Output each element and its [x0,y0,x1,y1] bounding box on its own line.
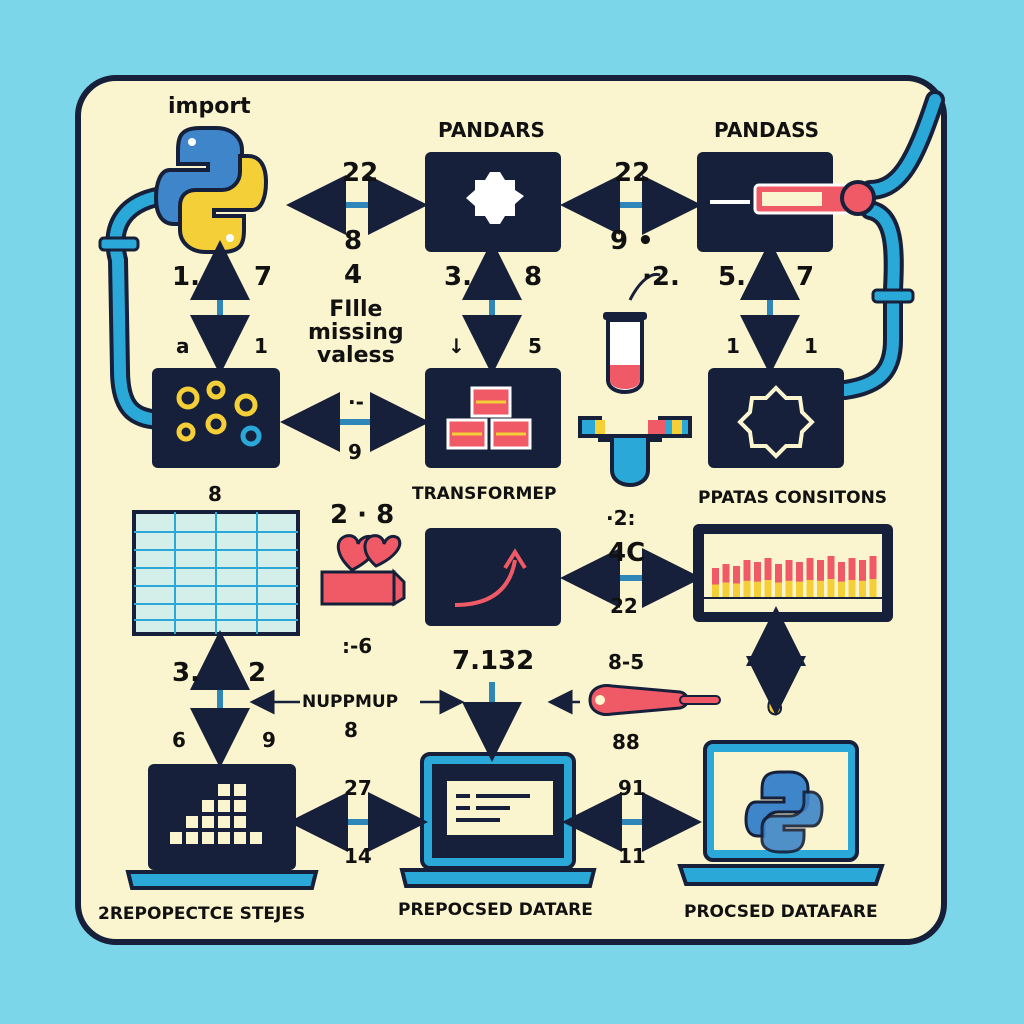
bar-chart-icon [693,524,893,622]
num: 27 [344,776,372,800]
num: 22 [610,594,638,618]
num: 91 [618,776,646,800]
num: 1 [254,334,268,358]
laptop-chart-icon [125,764,319,890]
bar-segment [754,562,761,582]
bar-segment [733,583,740,598]
pipe-icon [98,90,945,430]
label-pandars: PANDARS [438,118,545,142]
bar-segment [796,581,803,598]
num: 9 • [610,226,654,256]
num: 7 [254,262,273,292]
bar-segment [838,581,845,598]
bar-segment [869,556,877,580]
num: 5. [718,262,746,292]
num: 22 [614,158,651,188]
num: ·‐ [348,390,364,414]
puzzle-icon [425,152,561,252]
bar-segment [827,556,835,580]
bar-segment [817,560,824,581]
label-step-3: PROCSED DATAFARE [684,902,878,922]
num: ·2. [642,262,680,292]
laptop-code-icon [399,752,597,888]
progress-bar-icon [697,152,876,252]
bar-segment [817,580,824,598]
bar-segment [838,562,845,582]
num: 5 [528,334,542,358]
label-import: import [168,94,251,119]
num: 3. [172,658,200,688]
num: 7.132 [452,646,535,676]
stacked-rolls-icon [425,368,561,468]
bar-segment [764,558,772,580]
num: 2 · 8 [330,500,395,530]
num: 1. [172,262,200,292]
num: a [176,334,190,358]
label-pandass: PANDASS [714,118,820,142]
num: 4 [344,260,363,290]
num: 6 [172,728,186,752]
num: 8-5 [608,650,645,674]
num: 7 [796,262,815,292]
bar-segment [775,564,782,583]
dots-grid-icon [152,368,280,468]
star-badge-icon [708,368,844,468]
label-file-missing: FIlle missing valess [308,297,404,369]
num: 9 [262,728,276,752]
bar-segment [785,560,793,581]
num: 22 [342,158,379,188]
bar-segment [722,564,730,583]
laptop-python-icon [677,740,885,886]
num: 11 [618,844,646,868]
bar-segment [859,580,866,598]
num: 8 [344,718,358,742]
test-tube-icon [578,272,692,487]
bar-segment [859,560,866,581]
bar-segment [806,580,814,598]
bar-segment [743,560,751,581]
num: :-6 [342,634,373,658]
num: 8 [524,262,543,292]
bar-segment [733,566,740,584]
bar-segment [712,584,719,598]
label-transform: TRANSFORMEP [412,484,557,504]
bar-segment [743,580,751,598]
hearts-gift-icon [320,534,406,607]
num: 4C [608,538,646,568]
bar-segment [722,582,730,598]
bar-segment [848,558,856,580]
num: 14 [344,844,372,868]
connector-arrows [190,175,806,852]
board-panel [75,75,947,945]
label-data-consistency: PPATAS CONSITONS [698,488,888,508]
num: 3. [444,262,472,292]
bar-segment [775,582,782,598]
num: 88 [612,730,640,754]
python-logo-icon [153,126,269,254]
bar-segment [848,580,856,598]
bar-segment [869,579,877,598]
bar-segment [827,579,835,598]
num: 9 [348,440,362,464]
bar-segment [785,580,793,598]
num: 1 [804,334,818,358]
bar-segment [712,568,719,585]
spreadsheet-icon [132,510,300,636]
num: 8 [344,226,363,256]
num: 1 [726,334,740,358]
curved-arrow-icon [425,528,561,626]
bar-segment [806,558,814,580]
label-step-1: 2REPOPECTCE STEJES [98,904,306,924]
num: ·2: [606,506,636,530]
num: 2 [248,658,267,688]
label-numpy: NUPPMUP [302,692,399,712]
bar-segment [764,580,772,598]
bar-segment [754,581,761,598]
num: ↓ [448,334,465,358]
num: 8 [208,482,222,506]
label-step-2: PREPOCSED DATARE [398,900,593,920]
bar-segment [796,562,803,582]
